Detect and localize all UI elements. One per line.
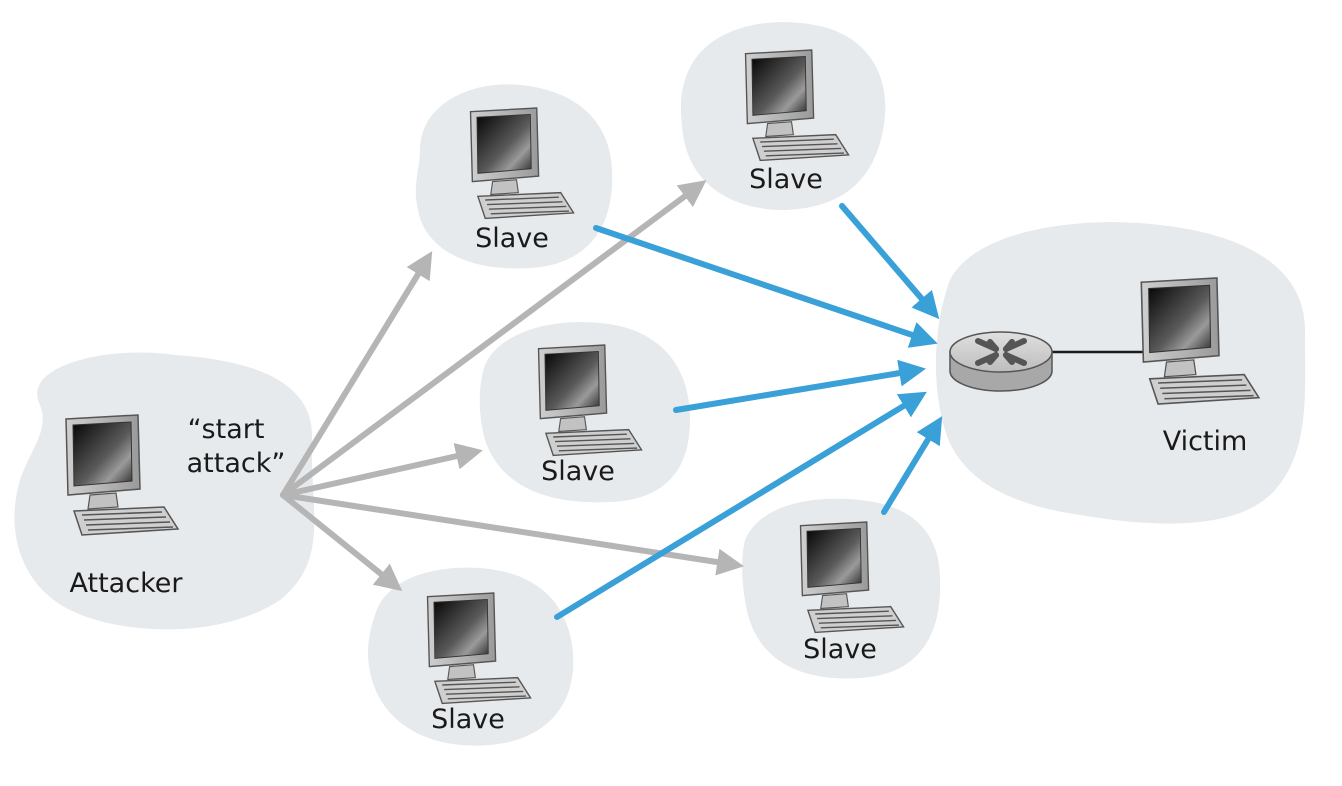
command-label-line1: “start (188, 414, 265, 445)
slave-bottom-left-label: Slave (431, 704, 505, 735)
command-arrow-to-slave-top-left (280, 251, 433, 498)
command-arrow-to-slave-bottom-left (280, 492, 403, 592)
command-arrow-to-slave-middle (280, 442, 483, 498)
clouds (14, 22, 1306, 746)
attack-arrow-from-slave-top-left (593, 225, 938, 348)
slave-bottom-right-label: Slave (803, 634, 877, 665)
router-icon (949, 331, 1053, 392)
slave-top-right-label: Slave (749, 164, 823, 195)
attack-arrow-from-slave-bottom-right (881, 416, 943, 515)
attack-arrows (554, 203, 943, 620)
slave-middle-label: Slave (541, 456, 615, 487)
attacker-label: Attacker (70, 568, 184, 599)
attack-arrow-from-slave-bottom-left (554, 391, 927, 620)
command-arrow-to-slave-bottom-right (280, 492, 745, 576)
attack-arrow-from-slave-middle (673, 359, 926, 413)
slave-top-left-label: Slave (475, 223, 549, 254)
command-label-line2: attack” (187, 448, 286, 479)
victim-label: Victim (1163, 426, 1248, 457)
attack-arrow-from-slave-top-right (839, 203, 940, 320)
